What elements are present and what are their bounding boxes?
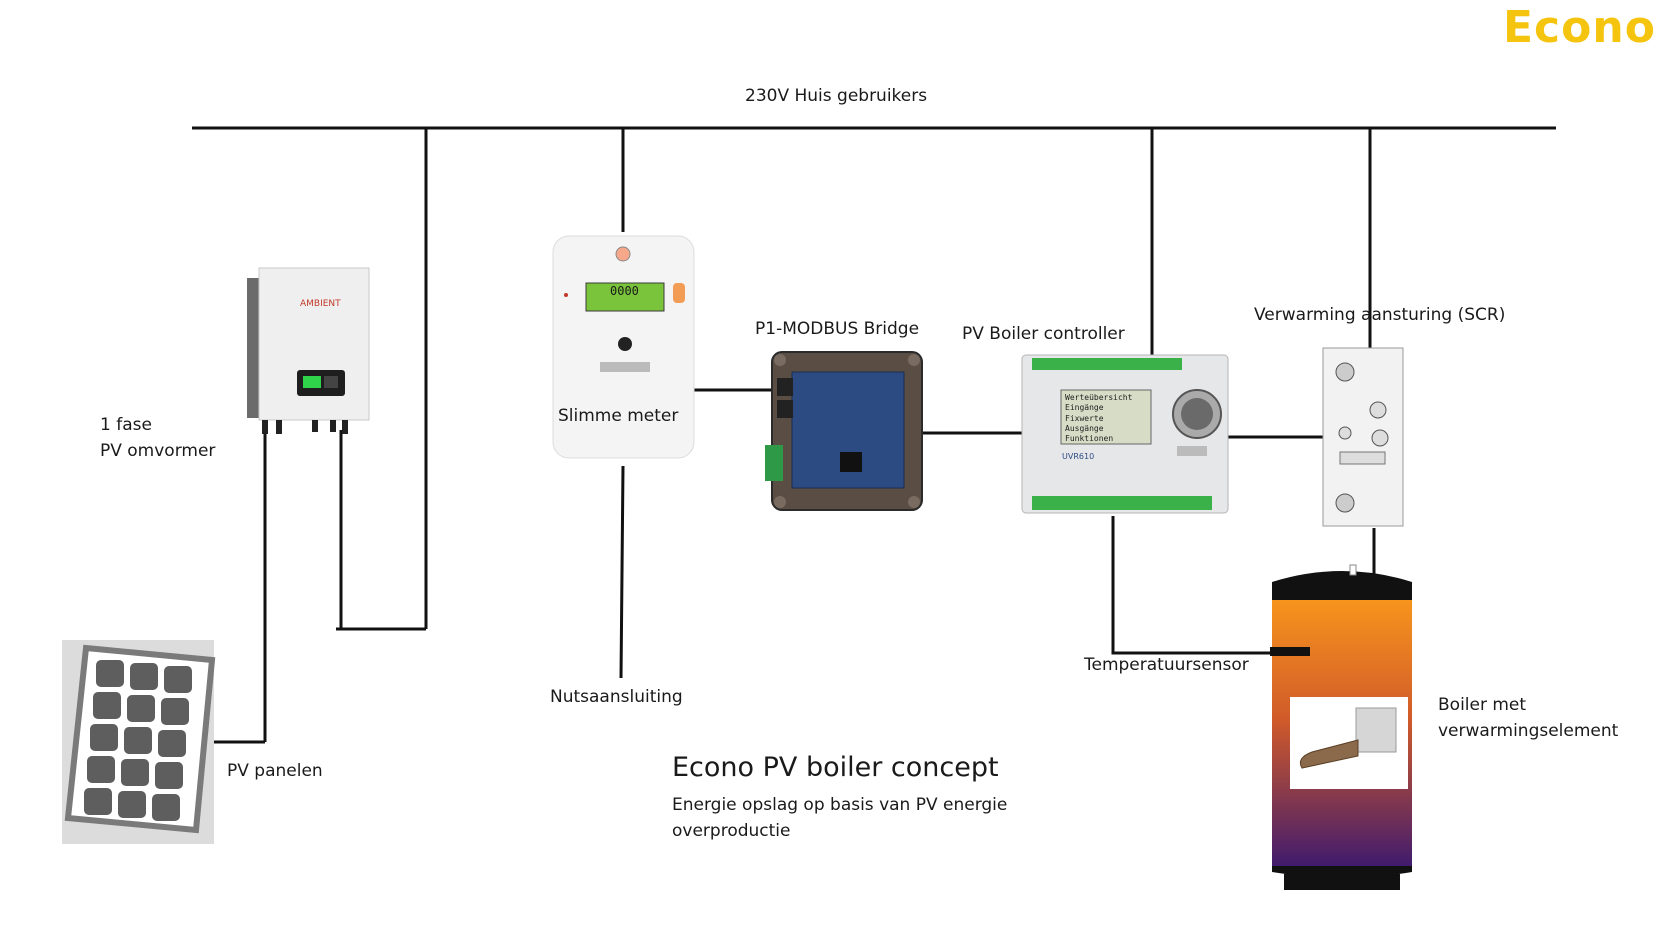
solar-cell — [130, 663, 158, 690]
solar-cell — [158, 730, 186, 757]
solar-cell — [152, 794, 180, 821]
screen-line-3: Fixwerte — [1065, 414, 1104, 423]
scr-label: Verwarming aansturing (SCR) — [1254, 305, 1506, 325]
meter-to-grid — [619, 465, 625, 679]
bridge-label: P1-MODBUS Bridge — [755, 319, 920, 339]
solar-cell — [87, 756, 115, 783]
meter-label: Slimme meter — [558, 406, 679, 426]
controller-model: UVR610 — [1062, 452, 1094, 461]
pv-panel — [62, 640, 216, 844]
solar-cell — [127, 695, 155, 722]
boiler-label-line1: Boiler met — [1438, 695, 1527, 715]
solar-cell — [96, 660, 124, 687]
boiler-label-line2: verwarmingselement — [1438, 721, 1619, 741]
solar-cell — [118, 791, 146, 818]
controller-label: PV Boiler controller — [962, 324, 1125, 344]
smart-meter — [552, 235, 695, 459]
temperature-sensor — [1270, 647, 1310, 656]
solar-cell — [121, 759, 149, 786]
screen-line-4: Ausgänge — [1065, 424, 1104, 433]
sensor-wire — [1111, 516, 1280, 655]
solar-cell — [93, 692, 121, 719]
screen-line-2: Eingänge — [1065, 403, 1104, 412]
uvr-controller: Werteübersicht Eingänge Fixwerte Ausgäng… — [1021, 354, 1229, 514]
solar-cell — [164, 666, 192, 693]
solar-cell — [155, 762, 183, 789]
scr-module — [1322, 347, 1404, 527]
grid-label: Nutsaansluiting — [550, 687, 683, 707]
econo-logo: Econo — [1503, 2, 1656, 53]
concept-title: Econo PV boiler concept — [672, 752, 999, 783]
sensor-label: Temperatuursensor — [1084, 655, 1249, 675]
p1-modbus-bridge — [765, 351, 923, 511]
meter-display: 0000 — [610, 284, 639, 298]
inverter-label-line1: 1 fase — [100, 415, 152, 435]
svg-text:AMBIENT: AMBIENT — [300, 299, 341, 309]
panels-label: PV panelen — [227, 761, 323, 781]
inverter-label-line2: PV omvormer — [100, 441, 216, 461]
solar-cell — [161, 698, 189, 725]
pv-inverter: AMBIENT — [247, 267, 370, 434]
screen-line-5: Funktionen — [1065, 434, 1113, 443]
solar-cell — [90, 724, 118, 751]
screen-line-1: Werteübersicht — [1065, 393, 1133, 402]
boiler — [1270, 564, 1412, 890]
svg-text:Werteübersicht Eingänge: Werteübersicht Eingänge Fixwerte Ausgäng… — [1065, 393, 1137, 443]
solar-cell — [84, 788, 112, 815]
solar-cell — [124, 727, 152, 754]
concept-subtitle: Energie opslag op basis van PV energie o… — [672, 795, 1008, 841]
bus-label: 230V Huis gebruikers — [745, 86, 928, 106]
